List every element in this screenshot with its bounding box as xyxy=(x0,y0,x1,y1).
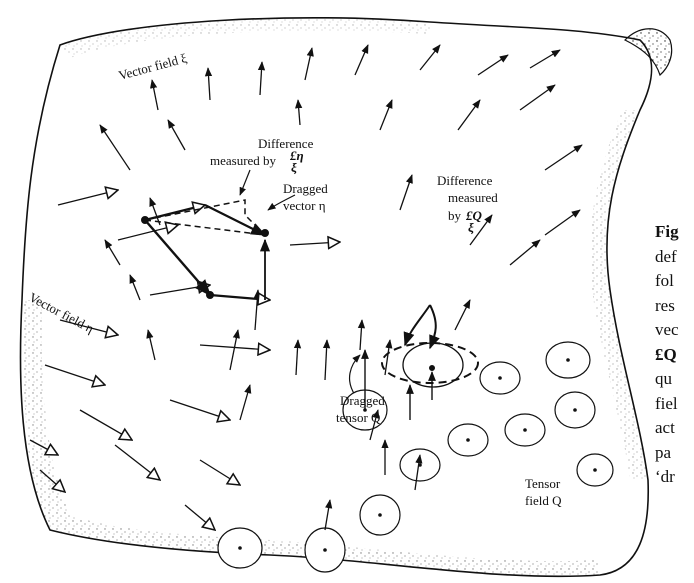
figure-caption: Fig def fol res vec £Q qu fiel act pa ‘d… xyxy=(655,220,694,490)
label-diff-eta-2: measured by xyxy=(210,153,277,168)
point-dot xyxy=(142,217,149,224)
label-diff-q-2: measured xyxy=(448,190,498,205)
point-dot xyxy=(262,230,269,237)
caption-line: fol xyxy=(655,269,694,294)
caption-line: £Q xyxy=(655,343,694,368)
label-dragged-vector-1: Dragged xyxy=(283,181,328,196)
label-dragged-tensor-2: tensor Q xyxy=(336,410,381,425)
caption-line: qu xyxy=(655,367,694,392)
label-diff-eta-1: Difference xyxy=(258,136,314,151)
tensor-dot xyxy=(430,366,435,371)
caption-line: res xyxy=(655,294,694,319)
caption-line: def xyxy=(655,245,694,270)
label-tensor-field-2: field Q xyxy=(525,493,562,508)
label-diff-q-3: by xyxy=(448,208,462,223)
point-dot xyxy=(207,292,214,299)
label-diff-q-1: Difference xyxy=(437,173,493,188)
caption-line: fiel xyxy=(655,392,694,417)
caption-line: ‘dr xyxy=(655,465,694,490)
caption-line: act xyxy=(655,416,694,441)
label-dragged-tensor-1: Dragged xyxy=(340,393,385,408)
label-dragged-vector-2: vector η xyxy=(283,198,326,213)
caption-line: Fig xyxy=(655,220,694,245)
label-tensor-field-1: Tensor xyxy=(525,476,561,491)
caption-line: vec xyxy=(655,318,694,343)
caption-line: pa xyxy=(655,441,694,466)
label-sub-xi-2: ξ xyxy=(468,220,474,235)
label-sub-xi-1: ξ xyxy=(291,160,297,175)
surface-sheet xyxy=(20,18,671,577)
